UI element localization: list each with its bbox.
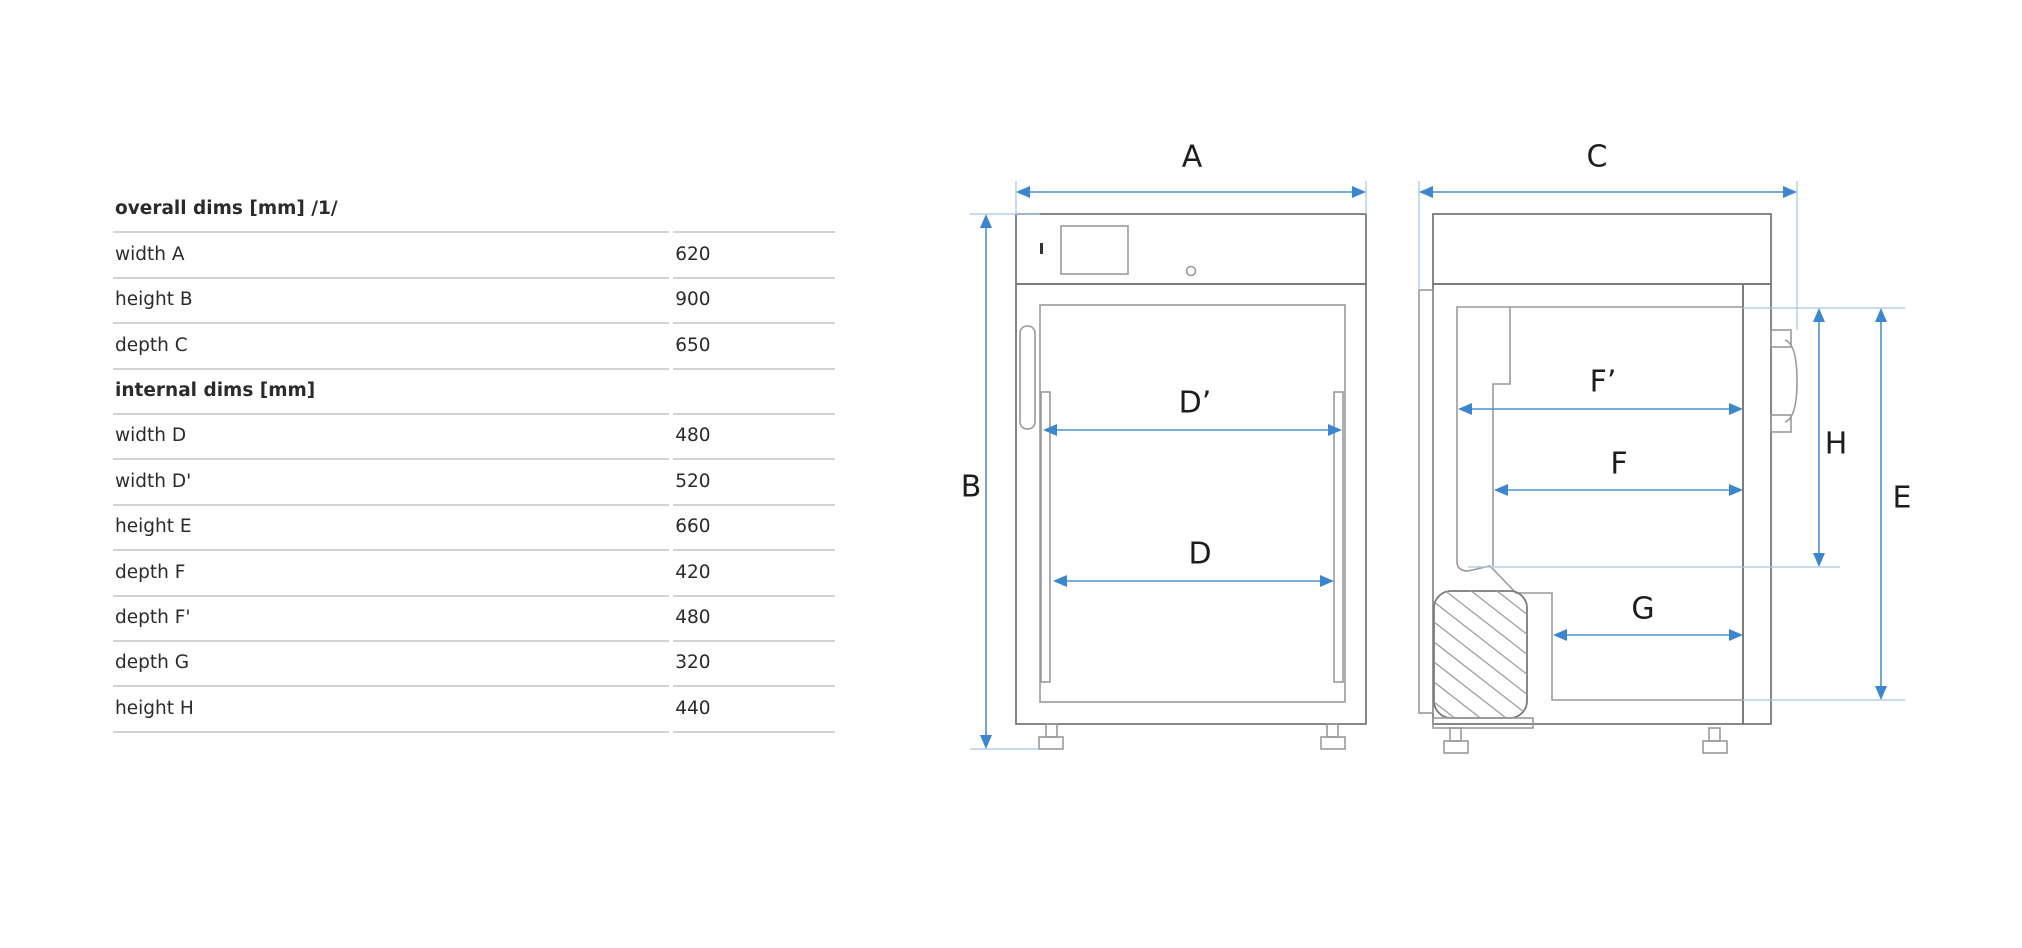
table-row: depth C 650: [113, 324, 835, 370]
table-row: depth F' 480: [113, 597, 835, 642]
dimension-g: G: [1553, 592, 1743, 641]
section-heading-row: internal dims [mm]: [113, 370, 835, 415]
front-glass-door: [1039, 304, 1346, 703]
dimension-d: D: [1053, 537, 1334, 587]
table-row: width D' 520: [113, 460, 835, 506]
dimension-b: B: [961, 214, 992, 749]
side-base-strip: [1432, 717, 1534, 729]
table-row: depth G 320: [113, 642, 835, 688]
dim-label-c: C: [1587, 140, 1608, 175]
section-heading-row: overall dims [mm] /1/: [113, 188, 835, 234]
side-rear-foot-stem: [1708, 727, 1721, 742]
side-view: [1418, 213, 1798, 754]
side-rear-handle: [1784, 339, 1798, 423]
dim-label-e: E: [1893, 481, 1912, 516]
dim-label-b: B: [961, 470, 982, 505]
side-handle-upper-mount: [1770, 329, 1792, 348]
table-row: height H 440: [113, 687, 835, 733]
row-value: 320: [673, 642, 835, 688]
side-rear-panel: [1742, 283, 1772, 725]
dim-label-f-prime: F’: [1590, 365, 1617, 400]
side-interior-step: [1492, 307, 1511, 566]
row-label: height H: [113, 687, 670, 733]
dimension-c: C: [1419, 140, 1797, 198]
front-door-handle: [1019, 325, 1036, 430]
table-row: depth F 420: [113, 551, 835, 597]
dimensions-table: overall dims [mm] /1/ width A 620 height…: [113, 188, 835, 733]
side-control-panel: [1432, 213, 1772, 285]
row-label: depth C: [113, 324, 670, 370]
side-rear-foot: [1702, 740, 1728, 754]
side-front-foot: [1443, 740, 1469, 754]
section-heading-overall: overall dims [mm] /1/: [113, 188, 670, 234]
front-right-foot: [1320, 736, 1346, 750]
dim-label-a: A: [1182, 140, 1203, 175]
table-row: width D 480: [113, 415, 835, 461]
dim-label-g: G: [1631, 592, 1654, 627]
row-value: 420: [673, 551, 835, 597]
row-label: height B: [113, 279, 670, 325]
dimension-h: H: [1813, 308, 1847, 567]
front-left-rail: [1040, 391, 1051, 683]
front-left-foot-stem: [1045, 723, 1058, 738]
dim-label-d-prime: D’: [1179, 386, 1212, 421]
row-label: height E: [113, 506, 670, 552]
side-front-foot-stem: [1449, 727, 1462, 742]
side-door-profile: [1418, 289, 1434, 714]
dimension-d-prime: D’: [1043, 386, 1342, 436]
row-label: width D: [113, 415, 670, 461]
row-value: 520: [673, 460, 835, 506]
front-left-foot: [1038, 736, 1064, 750]
row-value: 660: [673, 506, 835, 552]
side-interior-profile: [1456, 306, 1743, 701]
row-value: 480: [673, 597, 835, 642]
extension-lines: [970, 181, 1905, 750]
row-value: 620: [673, 233, 835, 279]
dimension-a: A: [1016, 140, 1366, 198]
front-right-foot-stem: [1326, 723, 1339, 738]
side-compressor-hatching: [1434, 591, 1527, 718]
row-value: 480: [673, 415, 835, 461]
dim-label-h: H: [1825, 427, 1848, 462]
dimension-e: E: [1875, 308, 1911, 700]
row-label: depth G: [113, 642, 670, 688]
table-row: width A 620: [113, 233, 835, 279]
row-value: 440: [673, 687, 835, 733]
front-right-rail: [1333, 391, 1344, 683]
front-view: [1015, 213, 1367, 750]
row-label: depth F: [113, 551, 670, 597]
dim-label-f: F: [1610, 447, 1627, 482]
front-indicator-mark: [1040, 243, 1043, 254]
front-cabinet-body: [1015, 283, 1367, 725]
row-label: depth F': [113, 597, 670, 642]
row-label: width D': [113, 460, 670, 506]
table-row: height E 660: [113, 506, 835, 552]
front-display-screen: [1060, 225, 1129, 275]
section-heading-internal: internal dims [mm]: [113, 370, 670, 415]
front-lock-knob: [1185, 265, 1197, 277]
dimension-f: F: [1494, 447, 1743, 496]
table-row: height B 900: [113, 279, 835, 325]
row-value: 650: [673, 324, 835, 370]
row-value: 900: [673, 279, 835, 325]
side-handle-lower-mount: [1770, 414, 1792, 433]
row-label: width A: [113, 233, 670, 279]
dim-label-d: D: [1188, 537, 1211, 572]
dimension-f-prime: F’: [1458, 365, 1743, 415]
